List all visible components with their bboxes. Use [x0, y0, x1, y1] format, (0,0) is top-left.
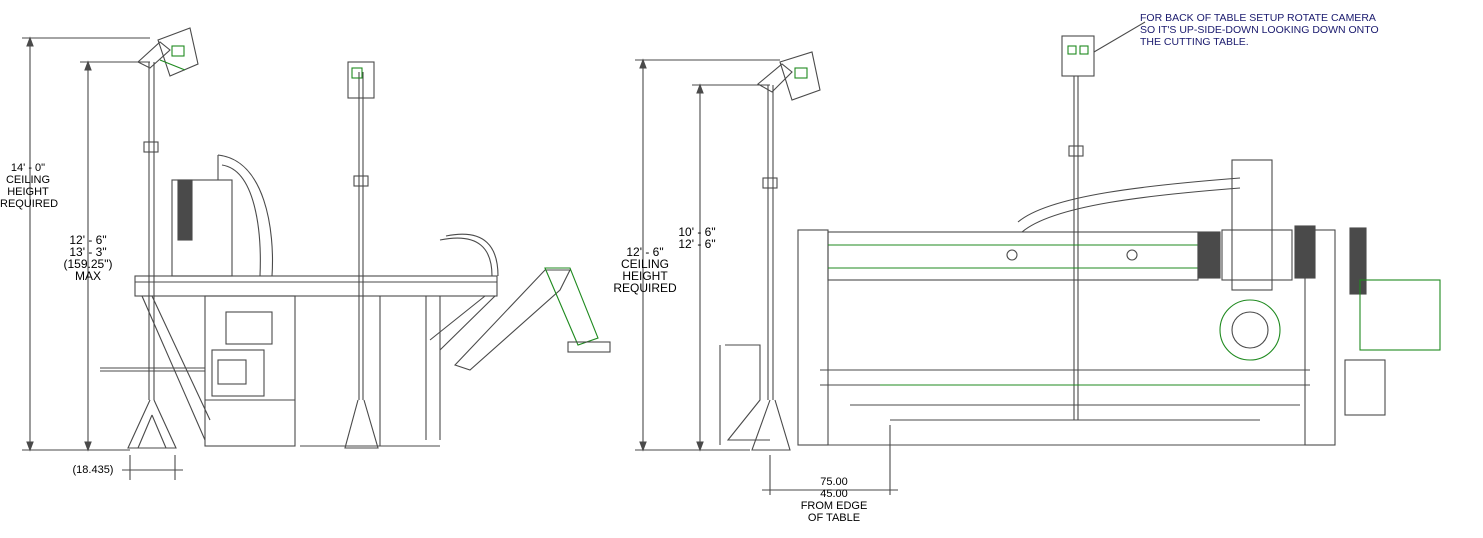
- ceiling-height-right-line1: 12' - 6": [626, 245, 664, 259]
- table-offset-line4: OF TABLE: [807, 512, 861, 524]
- ceiling-height-right-line2: CEILING: [620, 257, 669, 271]
- ceiling-height-line4: REQUIRED: [0, 198, 59, 210]
- ceiling-height-line1: 14' - 0": [10, 162, 46, 174]
- right-top-camera: [1061, 21, 1146, 420]
- max-height-line2: 13' - 3": [69, 245, 107, 259]
- max-height-label-left: 12' - 6" 13' - 3" (159.25") MAX: [58, 234, 118, 282]
- ceiling-height-right-line4: REQUIRED: [613, 281, 677, 295]
- table-offset-line1: 75.00: [820, 476, 848, 488]
- ceiling-height-label-right: 12' - 6" CEILING HEIGHT REQUIRED: [612, 246, 678, 294]
- ceiling-height-label-left: 14' - 0" CEILING HEIGHT REQUIRED: [0, 162, 59, 210]
- max-height-line1: 12' - 6": [69, 233, 107, 247]
- camera-setup-note: FOR BACK OF TABLE SETUP ROTATE CAMERA SO…: [1140, 12, 1379, 48]
- ceiling-height-line3: HEIGHT: [7, 186, 49, 198]
- base-dimension-label: (18.435): [72, 464, 114, 476]
- max-height-line4: MAX: [74, 269, 101, 283]
- camera-note-line2: SO IT'S UP-SIDE-DOWN LOOKING DOWN ONTO: [1140, 24, 1379, 36]
- camera-note-line3: THE CUTTING TABLE.: [1140, 36, 1249, 48]
- pole-height-line2: 12' - 6": [678, 237, 716, 251]
- table-offset-label: 75.00 45.00 FROM EDGE OF TABLE: [796, 476, 872, 524]
- right-dimension-lines: [635, 58, 898, 495]
- left-center-pole: [344, 61, 379, 449]
- left-machine-frame: [100, 154, 611, 447]
- table-offset-line3: FROM EDGE: [800, 500, 868, 512]
- right-camera-pole: [719, 51, 821, 451]
- table-offset-line2: 45.00: [820, 488, 848, 500]
- max-height-line3: (159.25"): [63, 257, 113, 271]
- left-dimension-lines: [22, 36, 183, 480]
- right-gantry: [797, 159, 1441, 446]
- pole-height-line1: 10' - 6": [678, 225, 716, 239]
- ceiling-height-line2: CEILING: [5, 174, 50, 186]
- ceiling-height-right-line3: HEIGHT: [622, 269, 668, 283]
- left-camera-pole: [127, 27, 199, 449]
- pole-height-label-right: 10' - 6" 12' - 6": [670, 226, 724, 250]
- camera-note-line1: FOR BACK OF TABLE SETUP ROTATE CAMERA: [1140, 12, 1376, 24]
